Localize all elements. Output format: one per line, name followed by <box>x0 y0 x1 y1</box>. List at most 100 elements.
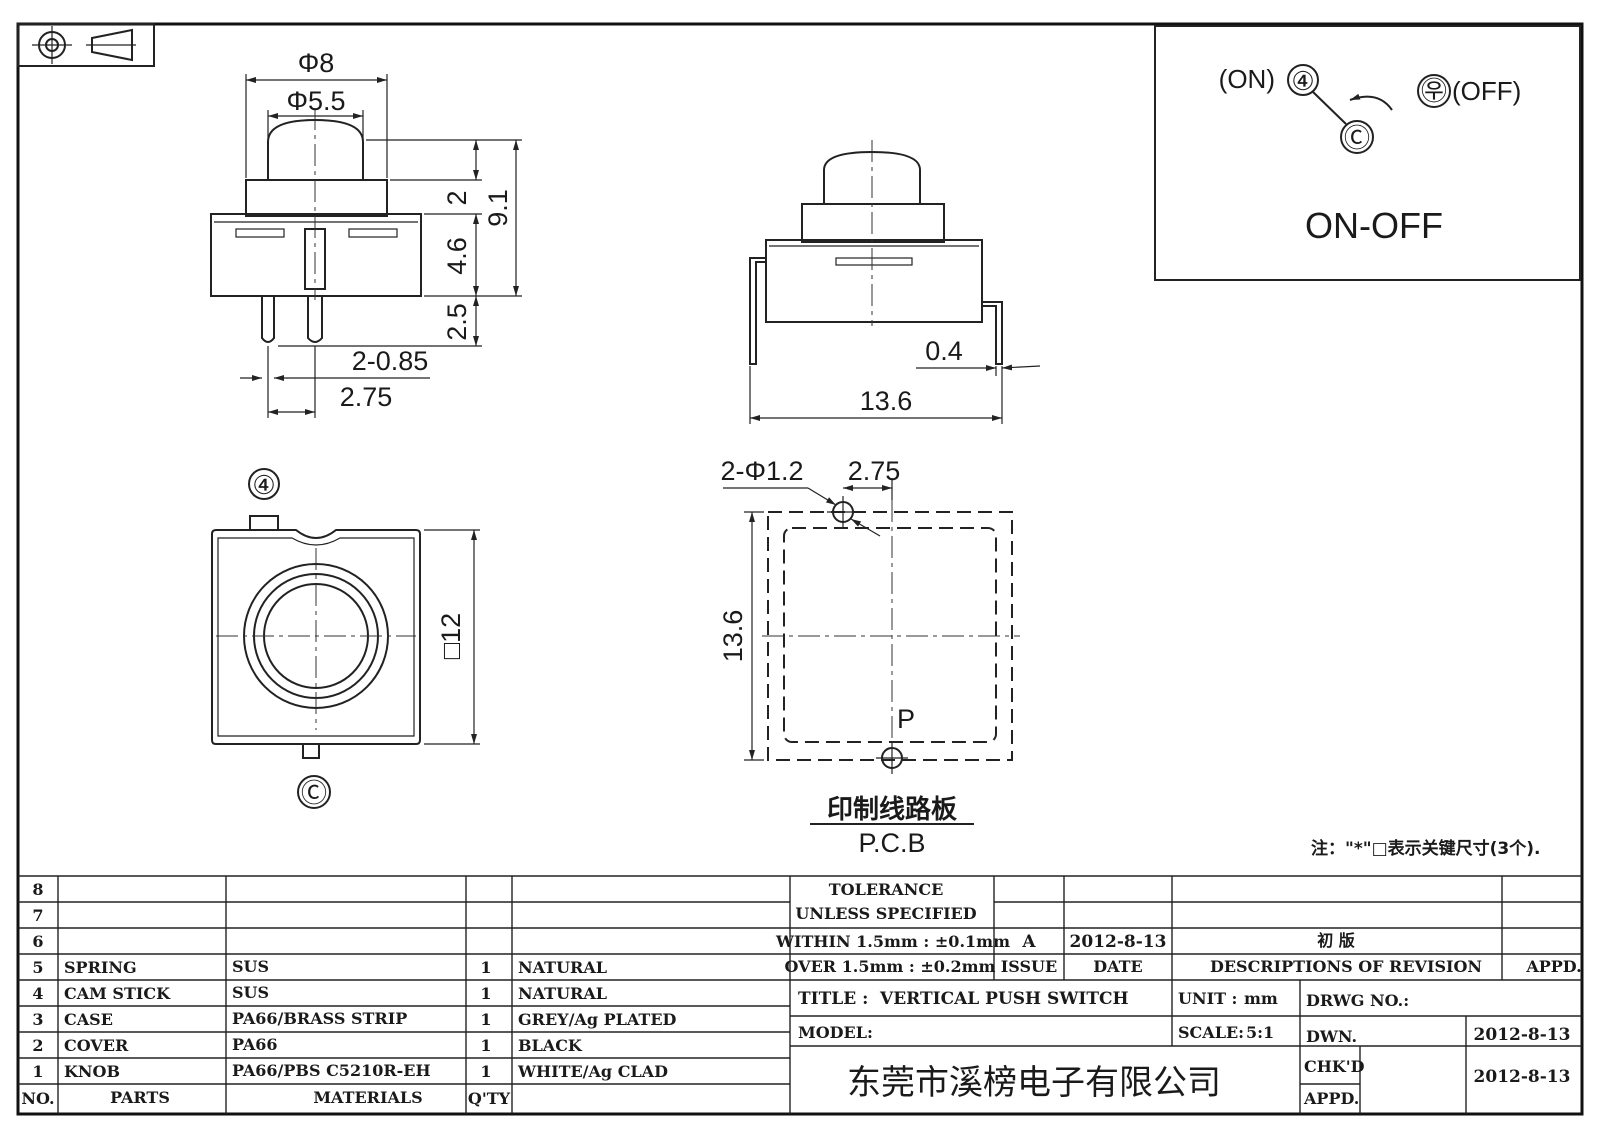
dim-hole-diameter: 2-Φ1.2 <box>720 456 803 486</box>
function-label: ON-OFF <box>1305 205 1443 246</box>
tolerance-line-4: OVER 1.5mm : ±0.2mm <box>785 957 996 976</box>
dim-pcb-size: 13.6 <box>718 610 748 663</box>
revision-issue: A <box>1021 932 1036 952</box>
dwn-date: 2012-8-13 <box>1474 1025 1571 1045</box>
bom-row-3-part: CASE <box>64 1010 113 1029</box>
bom-row-2-finish: BLACK <box>518 1036 583 1055</box>
off-symbol: ㉾ <box>1421 76 1447 106</box>
bom-row-5-material: SUS <box>232 957 269 976</box>
pin-c-label: Ⓒ <box>301 778 327 808</box>
bom-row-4-no: 4 <box>32 984 43 1003</box>
dim-pin-height: 2.5 <box>442 303 472 341</box>
revision-issue-label: ISSUE <box>1001 957 1057 976</box>
bom-row-2-qty: 1 <box>480 1036 491 1055</box>
bom-row-5-finish: NATURAL <box>518 958 607 977</box>
bom-header-qty: Q'TY <box>468 1089 511 1108</box>
dim-total-height: 9.1 <box>483 189 513 227</box>
scale-value: 5:1 <box>1246 1023 1274 1042</box>
bom-header-parts: PARTS <box>110 1088 170 1107</box>
dim-side-width: 13.6 <box>860 386 913 416</box>
bom-row-3-qty: 1 <box>480 1010 491 1029</box>
bom-row-3-no: 3 <box>32 1010 43 1029</box>
top-view: ④ Ⓒ □12 <box>211 468 480 809</box>
dim-hole-pitch: 2.75 <box>848 456 901 486</box>
dim-outer-diameter: Φ8 <box>298 48 335 78</box>
dim-body-height: 4.6 <box>442 237 472 275</box>
bom-header-materials: MATERIALS <box>313 1088 422 1107</box>
bom-row-3-material: PA66/BRASS STRIP <box>232 1009 407 1028</box>
bom-row-4-material: SUS <box>232 983 269 1002</box>
bom-row-7: 7 <box>32 906 43 925</box>
front-view: Φ8 Φ5.5 2 9.1 4.6 2.5 2-0.85 2.75 <box>210 48 522 418</box>
title-block: 8 7 6 5 SPRING SUS 1 NATURAL 4 CAM STICK… <box>18 875 1582 1114</box>
bom-row-2-material: PA66 <box>232 1035 278 1054</box>
model-label: MODEL: <box>798 1023 873 1042</box>
tolerance-line-2: UNLESS SPECIFIED <box>795 904 976 923</box>
bom-row-8: 8 <box>32 880 43 899</box>
tolerance-line-3: WITHIN 1.5mm : ±0.1mm <box>775 932 1010 951</box>
bom-row-4-finish: NATURAL <box>518 984 607 1003</box>
bom-row-5-qty: 1 <box>480 958 491 977</box>
key-dimension-note: 注："*"□表示关键尺寸(3个). <box>1311 838 1541 859</box>
bom-row-2-part: COVER <box>64 1036 129 1055</box>
scale-label: SCALE: <box>1178 1023 1244 1042</box>
unit-value: mm <box>1244 989 1278 1008</box>
bom-row-1-no: 1 <box>32 1062 43 1081</box>
bom-row-5-part: SPRING <box>64 958 137 977</box>
title-label: TITLE : <box>798 989 868 1009</box>
dim-square-size: □12 <box>436 613 466 659</box>
bom-row-3: 3 CASE PA66/BRASS STRIP 1 GREY/Ag PLATED <box>32 1009 676 1029</box>
revision-desc-label: DESCRIPTIONS OF REVISION <box>1210 957 1482 976</box>
bom-row-1-part: KNOB <box>64 1062 120 1081</box>
bom-row-2: 2 COVER PA66 1 BLACK <box>32 1035 582 1055</box>
pcb-caption-en: P.C.B <box>858 828 925 858</box>
dim-pin-pitch: 2.75 <box>340 382 393 412</box>
chkd-label: CHK'D <box>1304 1057 1365 1076</box>
circuit-diagram: (ON) ④ Ⓒ ㉾ (OFF) ON-OFF <box>1154 25 1581 281</box>
bom-row-6-no: 6 <box>32 932 43 951</box>
dim-lead-thickness: 0.4 <box>925 336 963 366</box>
bom-row-5: 5 SPRING SUS 1 NATURAL <box>32 957 607 977</box>
bom-row-2-no: 2 <box>32 1036 43 1055</box>
bom-row-8-no: 8 <box>32 880 43 899</box>
revision-appd-label: APPD. <box>1525 957 1581 976</box>
dim-cap-height: 2 <box>442 190 472 205</box>
point-p-label: P <box>897 704 915 734</box>
pcb-layout: 2-Φ1.2 2.75 13.6 P 印制线路板 P.C.B <box>718 456 1020 858</box>
terminal-4-label: ④ <box>1291 66 1314 96</box>
bom-row-1-material: PA66/PBS C5210R-EH <box>232 1061 431 1080</box>
revision-description: 初 版 <box>1317 931 1355 950</box>
terminal-c-label: Ⓒ <box>1344 123 1370 153</box>
bom-row-3-finish: GREY/Ag PLATED <box>518 1010 677 1029</box>
unit-label: UNIT : <box>1178 989 1237 1008</box>
dwn-label: DWN. <box>1306 1027 1357 1046</box>
bom-row-4-part: CAM STICK <box>64 984 171 1003</box>
tolerance-line-1: TOLERANCE <box>829 880 944 899</box>
side-view: 13.6 0.4 <box>749 140 1041 424</box>
bom-row-1-qty: 1 <box>480 1062 491 1081</box>
bom-row-5-no: 5 <box>32 958 43 977</box>
projection-symbol <box>17 23 155 67</box>
pcb-caption-cn: 印制线路板 <box>827 794 957 825</box>
drawing-title: VERTICAL PUSH SWITCH <box>879 989 1129 1009</box>
drwg-no-label: DRWG NO.: <box>1306 991 1409 1010</box>
drawing-frame <box>16 22 1584 1116</box>
appd-label: APPD. <box>1303 1089 1359 1108</box>
chkd-date: 2012-8-13 <box>1474 1067 1571 1087</box>
bom-header-no: NO. <box>21 1089 54 1108</box>
bom-row-1: 1 KNOB PA66/PBS C5210R-EH 1 WHITE/Ag CLA… <box>32 1061 668 1081</box>
company-name: 东莞市溪榜电子有限公司 <box>847 1063 1221 1103</box>
revision-date: 2012-8-13 <box>1070 932 1167 952</box>
on-label: (ON) <box>1219 64 1275 94</box>
dim-inner-diameter: Φ5.5 <box>286 86 345 116</box>
bom-row-1-finish: WHITE/Ag CLAD <box>517 1062 668 1081</box>
bom-row-4: 4 CAM STICK SUS 1 NATURAL <box>32 983 607 1003</box>
pin-4-label: ④ <box>252 470 275 500</box>
bom-row-7-no: 7 <box>32 906 43 925</box>
revision-date-label: DATE <box>1093 957 1143 976</box>
bom-row-4-qty: 1 <box>480 984 491 1003</box>
bom-row-6: 6 <box>32 932 43 951</box>
off-label: (OFF) <box>1452 76 1521 106</box>
dim-pin-diameter: 2-0.85 <box>352 346 429 376</box>
